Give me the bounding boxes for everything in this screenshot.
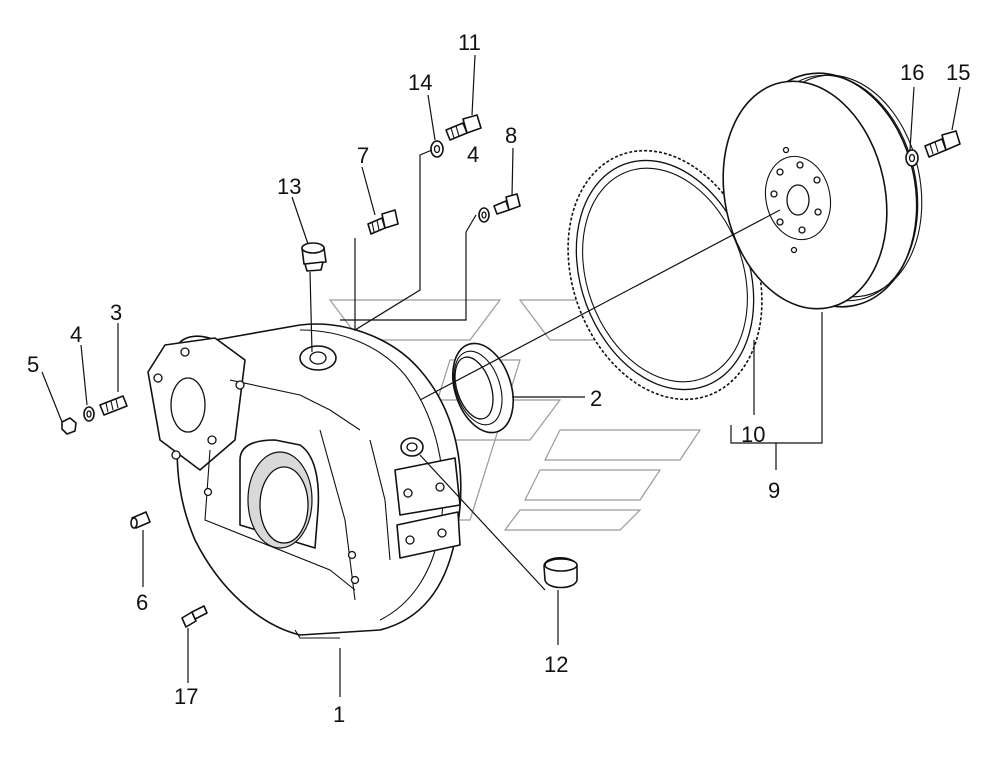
callout-11: 11 [458,30,481,55]
callout-1: 1 [333,702,345,727]
callout-4-right: 4 [467,142,479,167]
bolt-8 [493,193,521,215]
callout-4-left: 4 [70,322,82,347]
stud-3 [99,395,128,416]
callout-labels: 1 2 3 4 4 5 6 7 8 9 10 11 12 13 14 15 16… [27,30,970,727]
bolt-15 [924,130,961,158]
callout-2: 2 [590,386,602,411]
callout-12: 12 [544,652,568,677]
callout-15: 15 [946,60,970,85]
callout-7: 7 [357,143,369,168]
oil-seal [452,342,514,434]
plug-13 [301,242,327,272]
flywheel-housing [147,323,462,639]
washer-16 [905,149,919,167]
nut-5 [61,417,77,435]
callout-9: 9 [768,478,780,503]
callout-17: 17 [174,684,198,709]
washer-4-right [478,207,490,223]
callout-10: 10 [741,422,765,447]
bolt-7 [367,209,399,235]
washer-14 [430,140,444,158]
leader-lines [41,54,961,697]
callout-3: 3 [110,300,122,325]
washer-4-left [83,406,95,422]
pin-6 [130,511,151,529]
callout-6: 6 [136,590,148,615]
flywheel [722,72,923,310]
callout-5: 5 [27,352,39,377]
ring-gear [567,149,763,401]
callout-16: 16 [900,60,924,85]
callout-8: 8 [505,123,517,148]
plug-12 [543,556,578,589]
bolt-17 [181,605,208,628]
callout-14: 14 [408,70,432,95]
bolt-11 [445,114,482,141]
callout-13: 13 [277,174,301,199]
